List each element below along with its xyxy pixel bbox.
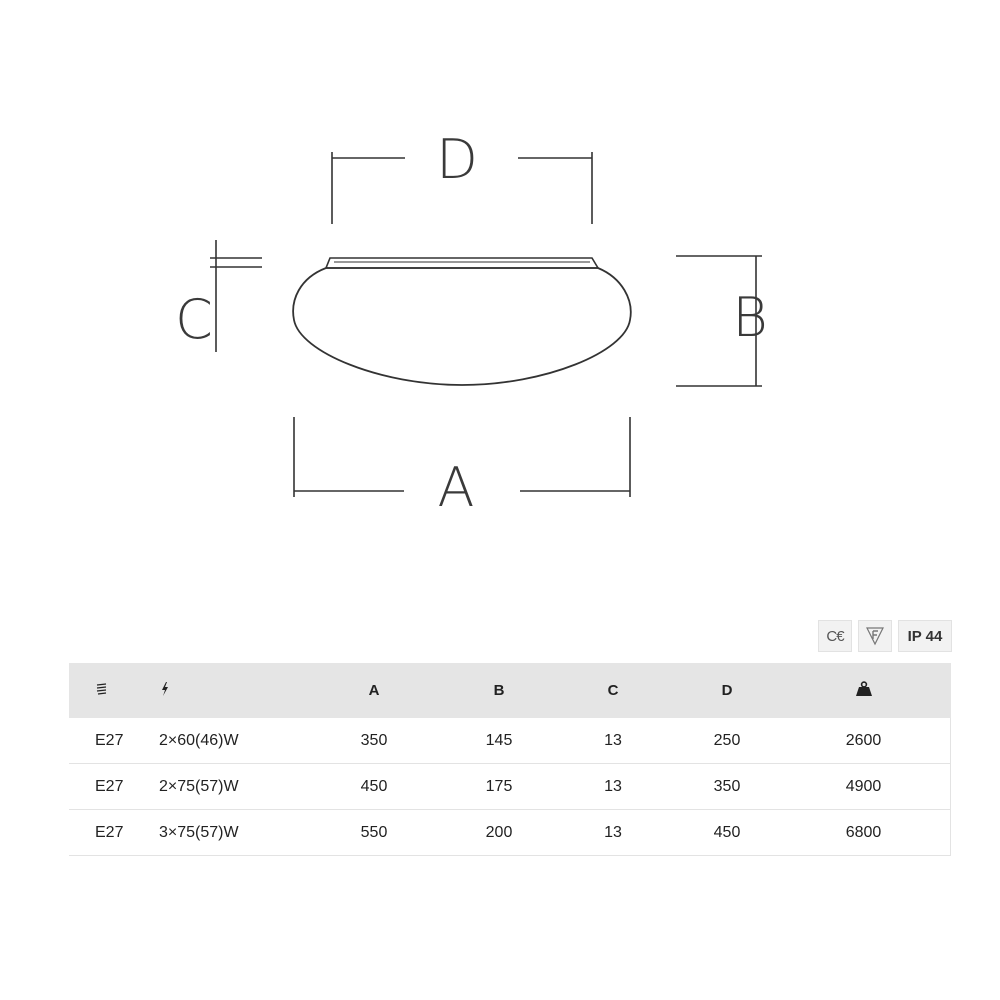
table-row: E27 2×75(57)W 450 175 13 350 4900: [69, 763, 951, 810]
table-row: E27 3×75(57)W 550 200 13 450 6800: [69, 809, 951, 856]
table-header-row: A B C D: [69, 663, 951, 718]
f-mark-icon: [858, 620, 892, 652]
cell-socket: E27: [69, 809, 159, 856]
label-c: C: [175, 288, 213, 351]
cell-weight: 4900: [777, 763, 951, 810]
cell-power: 2×75(57)W: [159, 763, 299, 810]
cell-weight: 6800: [777, 809, 951, 856]
certification-badges: C€ IP 44: [818, 620, 952, 652]
cell-d: 350: [677, 763, 777, 810]
specification-table: A B C D E27 2×60(46)W 350 145 13 250 260…: [69, 663, 951, 856]
dimension-drawing: D C B A: [175, 128, 768, 519]
header-b: B: [449, 663, 549, 718]
label-a: A: [438, 456, 475, 519]
cell-a: 550: [299, 809, 449, 856]
header-a: A: [299, 663, 449, 718]
header-weight: [777, 663, 951, 718]
cell-socket: E27: [69, 763, 159, 810]
label-d: D: [436, 128, 478, 191]
cell-socket: E27: [69, 718, 159, 764]
header-socket: [69, 663, 159, 718]
cell-a: 350: [299, 718, 449, 764]
weight-icon: [855, 680, 872, 696]
ce-mark-icon: C€: [818, 620, 852, 652]
cell-c: 13: [549, 809, 677, 856]
f-mark-glyph: [866, 627, 884, 646]
cell-power: 3×75(57)W: [159, 809, 299, 856]
cell-d: 250: [677, 718, 777, 764]
header-power: [159, 663, 299, 718]
cell-c: 13: [549, 718, 677, 764]
cell-a: 450: [299, 763, 449, 810]
lamp-outline: [292, 257, 632, 386]
cell-b: 200: [449, 809, 549, 856]
cell-weight: 2600: [777, 718, 951, 764]
header-c: C: [549, 663, 677, 718]
cell-b: 145: [449, 718, 549, 764]
cell-power: 2×60(46)W: [159, 718, 299, 764]
ip-rating-badge: IP 44: [898, 620, 952, 652]
lamp-socket-icon: [96, 682, 107, 695]
cell-d: 450: [677, 809, 777, 856]
header-d: D: [677, 663, 777, 718]
lightning-bolt-icon: [162, 681, 168, 696]
label-b: B: [732, 286, 767, 349]
cell-c: 13: [549, 763, 677, 810]
cell-b: 175: [449, 763, 549, 810]
ce-mark-text: C€: [826, 627, 844, 645]
table-row: E27 2×60(46)W 350 145 13 250 2600: [69, 718, 951, 764]
ip-rating-text: IP 44: [907, 627, 943, 645]
